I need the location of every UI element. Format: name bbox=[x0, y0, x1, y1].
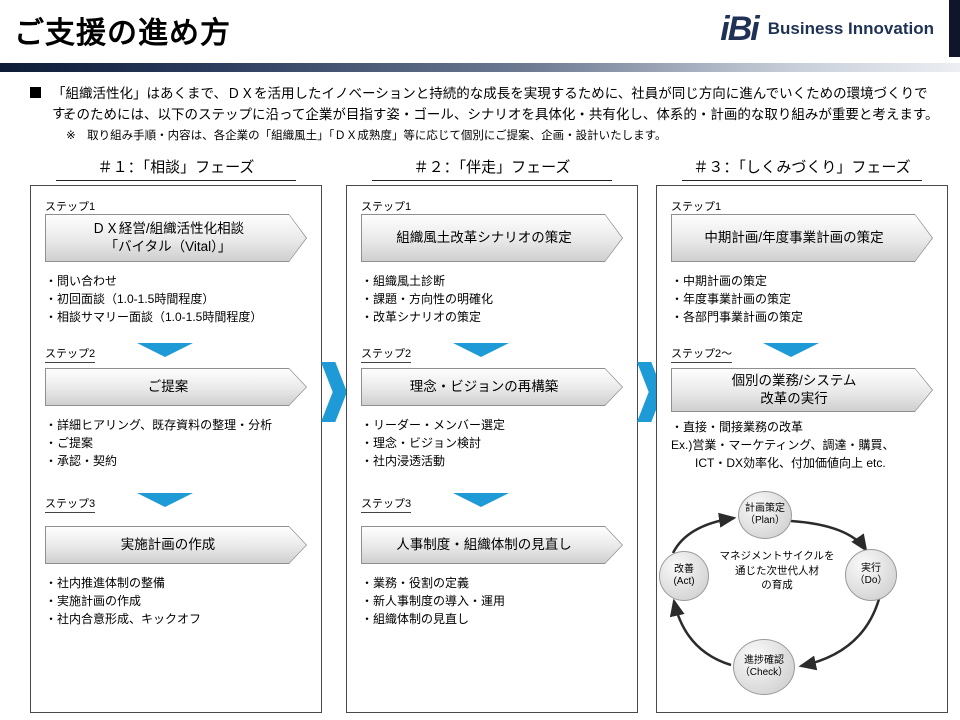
bullet-item: ・実施計画の作成 bbox=[45, 594, 142, 608]
step-box: 実施計画の作成 bbox=[45, 526, 307, 564]
arrow-down-icon bbox=[137, 343, 193, 357]
step-label: ステップ3 bbox=[45, 495, 96, 513]
step-box: 個別の業務/システム 改革の実行 bbox=[671, 368, 933, 412]
bullet-item: ・中期計画の策定 bbox=[671, 274, 768, 288]
arrow-down-icon bbox=[453, 343, 509, 357]
phase-2-panel: ステップ1 組織風土改革シナリオの策定 ・組織風土診断 ・課題・方向性の明確化 … bbox=[346, 185, 638, 713]
step-box: ご提案 bbox=[45, 368, 307, 406]
arrow-right-icon bbox=[321, 362, 347, 422]
bullet-item: ・理念・ビジョン検討 bbox=[361, 436, 482, 450]
step-box-label: 個別の業務/システム 改革の実行 bbox=[672, 369, 932, 411]
step-bullets: ・中期計画の策定 ・年度事業計画の策定 ・各部門事業計画の策定 bbox=[671, 272, 943, 326]
bullet-item: ・相談サマリー面談（1.0-1.5時間程度） bbox=[45, 310, 263, 324]
bullet-item: ・各部門事業計画の策定 bbox=[671, 310, 804, 324]
step-bullets: ・社内推進体制の整備 ・実施計画の作成 ・社内合意形成、キックオフ bbox=[45, 574, 317, 628]
header-divider bbox=[0, 63, 960, 72]
step-box-label: 実施計画の作成 bbox=[46, 527, 306, 563]
bullet-item: ・問い合わせ bbox=[45, 274, 118, 288]
bullet-item: ・直接・間接業務の改革 bbox=[671, 420, 804, 434]
intro-line-1: 「組織活性化」はあくまで、ＤＸを活用したイノベーションと持続的な成長を実現するた… bbox=[52, 86, 928, 121]
step-box: 理念・ビジョンの再構築 bbox=[361, 368, 623, 406]
step-box-label: ＤＸ経営/組織活性化相談 「バイタル（Vital）」 bbox=[46, 215, 306, 261]
bullet-item: Ex.)営業・マーケティング、調達・購買、 bbox=[671, 438, 895, 452]
step-box: 人事制度・組織体制の見直し bbox=[361, 526, 623, 564]
bullet-item: ICT・DX効率化、付加価値向上 etc. bbox=[671, 456, 886, 470]
step-label: ステップ2 bbox=[45, 345, 96, 363]
step-bullets: ・詳細ヒアリング、既存資料の整理・分析 ・ご提案 ・承認・契約 bbox=[45, 416, 317, 470]
pdca-center-label: マネジメントサイクルを 通じた次世代人材 の育成 bbox=[719, 550, 835, 592]
phase-2-header: ＃２：「伴走」フェーズ bbox=[372, 156, 612, 181]
corner-accent-bar bbox=[949, 0, 960, 57]
bullet-item: ・リーダー・メンバー選定 bbox=[361, 418, 506, 432]
step-bullets: ・直接・間接業務の改革 Ex.)営業・マーケティング、調達・購買、 ICT・DX… bbox=[671, 418, 943, 472]
step-label: ステップ2 bbox=[361, 345, 412, 363]
company-logo: iBi Business Innovation bbox=[720, 12, 934, 46]
page-title: ご支援の進め方 bbox=[14, 17, 231, 50]
pdca-act-node: 改善 (Act) bbox=[659, 551, 709, 601]
arrow-do-to-check-icon bbox=[798, 598, 881, 671]
intro-line-2: そのためには、以下のステップに沿って企業が目指す姿・ゴール、シナリオを具体化・共… bbox=[63, 107, 939, 122]
bullet-item: ・業務・役割の定義 bbox=[361, 576, 470, 590]
bullet-item: ・詳細ヒアリング、既存資料の整理・分析 bbox=[45, 418, 273, 432]
bullet-item: ・承認・契約 bbox=[45, 454, 118, 468]
step-box: 中期計画/年度事業計画の策定 bbox=[671, 214, 933, 262]
step-box: ＤＸ経営/組織活性化相談 「バイタル（Vital）」 bbox=[45, 214, 307, 262]
step-box-label: 中期計画/年度事業計画の策定 bbox=[672, 215, 932, 261]
step-label: ステップ3 bbox=[361, 495, 412, 513]
pdca-cycle-arrows bbox=[669, 512, 881, 671]
logo-mark-icon: iBi bbox=[720, 10, 759, 48]
bullet-item: ・社内推進体制の整備 bbox=[45, 576, 166, 590]
bullet-item: ・社内合意形成、キックオフ bbox=[45, 612, 202, 626]
step-box-label: 理念・ビジョンの再構築 bbox=[362, 369, 622, 405]
pdca-cycle-diagram: 計画策定 （Plan） 実行 （Do） 進捗確認 （Check） 改善 (Act… bbox=[657, 481, 949, 711]
bullet-item: ・組織体制の見直し bbox=[361, 612, 470, 626]
phase-3-panel: ステップ1 中期計画/年度事業計画の策定 ・中期計画の策定 ・年度事業計画の策定… bbox=[656, 185, 948, 713]
step-box-label: 組織風土改革シナリオの策定 bbox=[362, 215, 622, 261]
step-bullets: ・組織風土診断 ・課題・方向性の明確化 ・改革シナリオの策定 bbox=[361, 272, 633, 326]
arrow-check-to-act-icon bbox=[669, 598, 732, 667]
step-box-label: ご提案 bbox=[46, 369, 306, 405]
phase-1-panel: ステップ1 ＤＸ経営/組織活性化相談 「バイタル（Vital）」 ・問い合わせ … bbox=[30, 185, 322, 713]
bullet-item: ・初回面談（1.0-1.5時間程度） bbox=[45, 292, 215, 306]
bullet-item: ・ご提案 bbox=[45, 436, 94, 450]
arrow-down-icon bbox=[763, 343, 819, 357]
step-label: ステップ2～ bbox=[671, 345, 733, 363]
intro-note: ※ 取り組み手順・内容は、各企業の「組織風土」「ＤＸ成熟度」等に応じて個別にご提… bbox=[66, 130, 667, 142]
phase-3-header: ＃３：「しくみづくり」フェーズ bbox=[682, 156, 922, 181]
arrow-plan-to-do-icon bbox=[790, 519, 868, 553]
pdca-check-node: 進捗確認 （Check） bbox=[733, 639, 795, 695]
bullet-item: ・年度事業計画の策定 bbox=[671, 292, 792, 306]
arrow-down-icon bbox=[453, 493, 509, 507]
step-bullets: ・問い合わせ ・初回面談（1.0-1.5時間程度） ・相談サマリー面談（1.0-… bbox=[45, 272, 317, 326]
bullet-item: ・組織風土診断 bbox=[361, 274, 446, 288]
logo-text: Business Innovation bbox=[767, 19, 934, 38]
bullet-item: ・改革シナリオの策定 bbox=[361, 310, 482, 324]
bullet-item: ・新人事制度の導入・運用 bbox=[361, 594, 506, 608]
phase-1-header: ＃１：「相談」フェーズ bbox=[56, 156, 296, 181]
bullet-item: ・社内浸透活動 bbox=[361, 454, 446, 468]
arrow-down-icon bbox=[137, 493, 193, 507]
bullet-item: ・課題・方向性の明確化 bbox=[361, 292, 494, 306]
pdca-plan-node: 計画策定 （Plan） bbox=[738, 491, 792, 539]
pdca-do-node: 実行 （Do） bbox=[845, 549, 897, 601]
square-bullet-icon bbox=[30, 87, 41, 98]
step-box-label: 人事制度・組織体制の見直し bbox=[362, 527, 622, 563]
step-bullets: ・業務・役割の定義 ・新人事制度の導入・運用 ・組織体制の見直し bbox=[361, 574, 633, 628]
step-bullets: ・リーダー・メンバー選定 ・理念・ビジョン検討 ・社内浸透活動 bbox=[361, 416, 633, 470]
step-box: 組織風土改革シナリオの策定 bbox=[361, 214, 623, 262]
arrow-act-to-plan-icon bbox=[671, 512, 737, 554]
